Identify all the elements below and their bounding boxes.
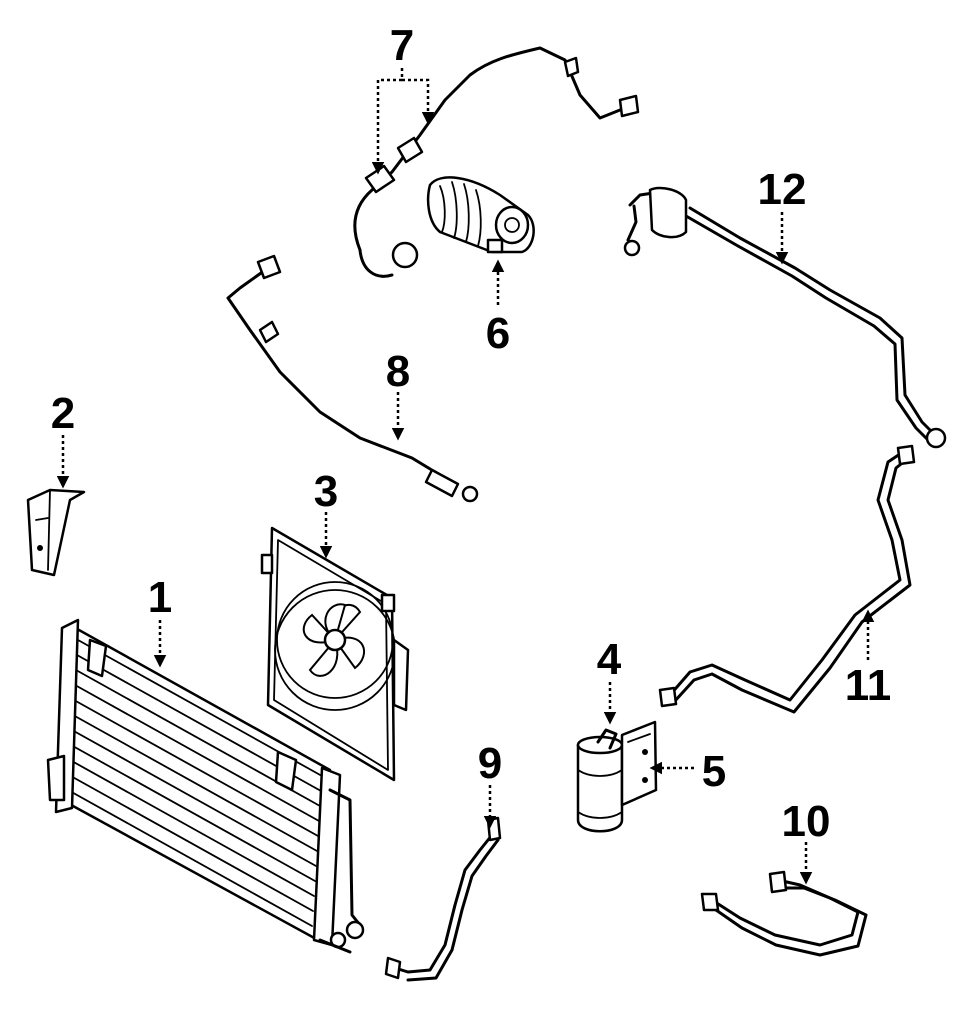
callout-10: 10 [782, 797, 831, 846]
callout-11: 11 [845, 661, 892, 710]
callout-12: 12 [758, 165, 807, 214]
bracket-part-2 [26, 488, 86, 577]
callout-2: 2 [51, 389, 75, 438]
callout-arrows [56, 68, 875, 885]
fan-shroud-part-3 [260, 526, 410, 782]
pipe-part-11 [658, 444, 916, 714]
hose-part-7 [353, 46, 640, 278]
callout-9: 9 [478, 739, 502, 788]
callout-7: 7 [390, 21, 414, 70]
condenser-part-1 [46, 618, 365, 954]
pipe-part-12 [623, 186, 947, 449]
callout-4: 4 [597, 635, 622, 684]
callout-3: 3 [314, 467, 338, 516]
callout-5: 5 [702, 747, 726, 796]
callout-1: 1 [148, 573, 172, 622]
callout-labels: 1 2 3 4 5 6 7 8 9 10 11 12 [51, 21, 892, 846]
receiver-drier-part-4 [576, 728, 624, 833]
callout-6: 6 [486, 309, 510, 358]
compressor-part-6 [426, 176, 535, 254]
hose-part-9 [384, 816, 502, 982]
hose-part-8 [226, 254, 479, 503]
drier-bracket-part-5 [620, 720, 658, 807]
callout-8: 8 [386, 347, 410, 396]
pipe-part-10 [700, 870, 868, 957]
